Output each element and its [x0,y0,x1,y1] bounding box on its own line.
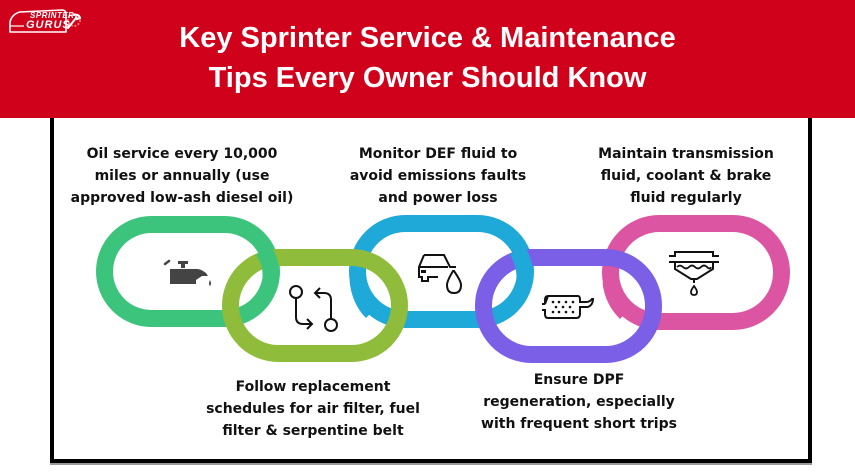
tip-filters-line-2: schedules for air filter, fuel [206,401,420,417]
page-title: Key Sprinter Service & Maintenance Tips … [100,18,755,98]
tip-dpf-line-1: Ensure DPF [533,372,625,388]
ring-fluids [602,215,790,330]
tip-filters-line-1: Follow replacement [235,379,391,395]
particulate-filter-icon [542,294,595,319]
ring-dpf [475,249,662,363]
logo-text-gurus: GURUS [26,19,71,31]
tip-transmission-fluids: Maintain transmission fluid, coolant & b… [566,143,806,209]
tip-filters-line-3: filter & serpentine belt [222,423,404,439]
sprinter-gurus-logo[interactable]: SPRINTER GURUS [4,4,90,38]
title-line-1: Key Sprinter Service & Maintenance [179,22,676,54]
fluid-reservoir-icon [669,251,719,296]
tip-def-fluid: Monitor DEF fluid to avoid emissions fau… [318,143,558,209]
tip-replacement-schedules: Follow replacement schedules for air fil… [193,376,433,442]
oil-can-icon [163,259,211,286]
tip-fluids-line-1: Maintain transmission [598,146,774,162]
tip-fluids-line-2: fluid, coolant & brake [600,168,772,184]
van-wrench-gear-icon [9,9,82,33]
logo-text-sprinter: SPRINTER [30,11,75,20]
content-frame [50,118,812,463]
replace-cycle-icon [289,285,338,332]
header-banner: SPRINTER GURUS Key Sprinter Service & Ma… [0,0,855,118]
tip-def-line-3: and power loss [378,190,498,206]
tip-def-line-2: avoid emissions faults [349,168,527,184]
tip-dpf-line-2: regeneration, especially [483,394,675,410]
title-line-2: Tips Every Owner Should Know [208,62,647,94]
tip-oil-service: Oil service every 10,000 miles or annual… [62,143,302,209]
tip-dpf-line-3: with frequent short trips [481,416,677,432]
car-fluid-drop-icon [418,254,463,295]
tip-fluids-line-3: fluid regularly [630,190,742,206]
tip-def-line-1: Monitor DEF fluid to [358,146,518,162]
tip-oil-line-3: approved low-ash diesel oil) [70,190,294,206]
tip-oil-line-1: Oil service every 10,000 [86,146,278,162]
tip-oil-line-2: miles or annually (use [94,168,270,184]
tip-dpf-regeneration: Ensure DPF regeneration, especially with… [459,369,699,435]
ring-filters [222,249,408,362]
